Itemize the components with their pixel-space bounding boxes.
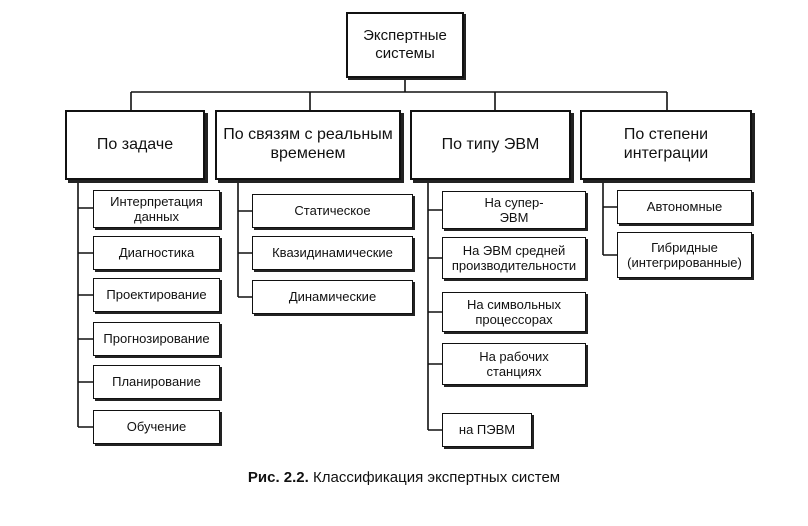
category-by-integration: По степени интеграции bbox=[580, 110, 752, 180]
category-by-realtime: По связям с реальным временем bbox=[215, 110, 401, 180]
leaf-super-computer: На супер-ЭВМ bbox=[442, 191, 586, 229]
leaf-label: Статическое bbox=[294, 203, 371, 219]
caption-text: Классификация экспертных систем bbox=[312, 469, 561, 486]
leaf-training: Обучение bbox=[93, 410, 220, 444]
leaf-autonomous: Автономные bbox=[617, 190, 752, 224]
root-node: Экспертные системы bbox=[346, 12, 464, 78]
leaf-interpretation: Интерпретация данных bbox=[93, 190, 220, 228]
leaf-label: Гибридные (интегрированные) bbox=[627, 239, 742, 270]
leaf-symbolic-processors: На символьных процессорах bbox=[442, 292, 586, 332]
caption-label: Рис. 2.2. bbox=[247, 469, 309, 486]
leaf-label: Динамические bbox=[288, 289, 377, 305]
leaf-label: Квазидинамические bbox=[272, 245, 393, 261]
leaf-hybrid: Гибридные (интегрированные) bbox=[617, 232, 752, 278]
leaf-diagnostics: Диагностика bbox=[93, 236, 220, 270]
leaf-quasi-dynamic: Квазидинамические bbox=[252, 236, 413, 270]
leaf-label: Планирование bbox=[112, 374, 201, 390]
category-label: По задаче bbox=[96, 135, 174, 153]
leaf-dynamic: Динамические bbox=[252, 280, 413, 314]
leaf-label: На символьных процессорах bbox=[466, 296, 561, 327]
leaf-label: На рабочих станциях bbox=[479, 348, 549, 379]
leaf-planning: Планирование bbox=[93, 365, 220, 399]
leaf-label: Диагностика bbox=[118, 245, 195, 261]
figure-caption: Рис. 2.2. Классификация экспертных систе… bbox=[0, 469, 808, 486]
leaf-pc: на ПЭВМ bbox=[442, 413, 532, 447]
leaf-label: Прогнозирование bbox=[103, 331, 210, 347]
leaf-label: на ПЭВМ bbox=[458, 422, 516, 438]
leaf-label: На ЭВМ средней производительности bbox=[451, 242, 577, 273]
leaf-label: Интерпретация данных bbox=[110, 193, 203, 224]
leaf-label: Обучение bbox=[126, 419, 187, 435]
leaf-forecasting: Прогнозирование bbox=[93, 322, 220, 356]
leaf-label: Автономные bbox=[646, 199, 723, 215]
leaf-label: Проектирование bbox=[106, 287, 207, 303]
leaf-mid-performance: На ЭВМ средней производительности bbox=[442, 237, 586, 279]
root-label: Экспертные системы bbox=[363, 27, 447, 62]
category-label: По степени интеграции bbox=[623, 126, 709, 162]
leaf-design: Проектирование bbox=[93, 278, 220, 312]
leaf-workstations: На рабочих станциях bbox=[442, 343, 586, 385]
leaf-label: На супер-ЭВМ bbox=[484, 194, 544, 225]
leaf-static: Статическое bbox=[252, 194, 413, 228]
category-by-computer-type: По типу ЭВМ bbox=[410, 110, 571, 180]
category-label: По типу ЭВМ bbox=[441, 135, 540, 153]
category-label: По связям с реальным временем bbox=[223, 126, 393, 162]
category-by-task: По задаче bbox=[65, 110, 205, 180]
